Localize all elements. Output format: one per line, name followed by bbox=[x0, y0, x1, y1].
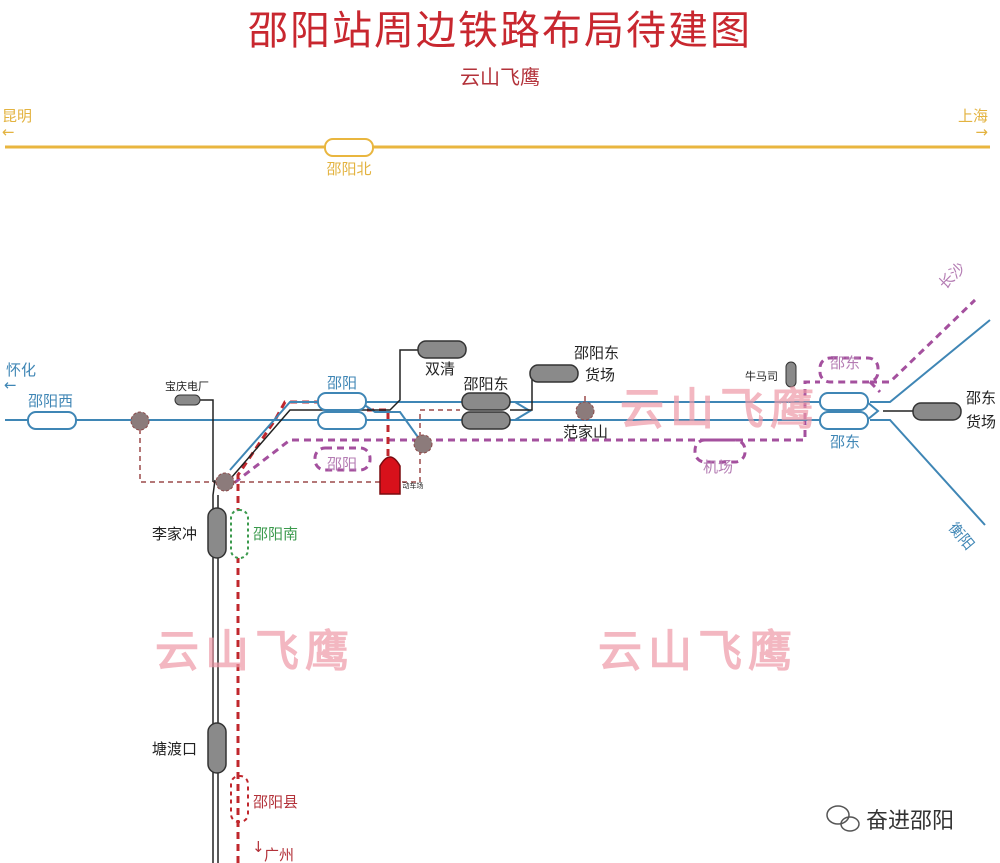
arrow-west-icon: ← bbox=[2, 123, 15, 141]
wechat-icon bbox=[826, 805, 860, 832]
station-shuangqing-marker bbox=[417, 340, 467, 359]
station-shuangqing-label: 双清 bbox=[425, 360, 455, 378]
station-shaoyang-nan-marker bbox=[230, 509, 249, 559]
station-lijiachong-label: 李家冲 bbox=[152, 525, 197, 543]
station-niumasi-label: 牛马司 bbox=[745, 369, 778, 383]
junction-dot-shaoyang-east bbox=[413, 434, 433, 454]
watermark-3: 云山飞鹰 bbox=[598, 626, 798, 677]
direction-huaihua-label: 怀化 bbox=[6, 361, 36, 379]
watermark-2: 云山飞鹰 bbox=[155, 626, 355, 677]
junction-dot-fanjiashan bbox=[575, 401, 595, 421]
station-shaoyang-xian-marker bbox=[230, 775, 249, 823]
station-baoqing-marker bbox=[174, 394, 201, 406]
station-shaoyang-nan-label: 邵阳南 bbox=[253, 525, 298, 543]
station-airport-label: 机场 bbox=[703, 458, 733, 476]
credit-label: 奋进邵阳 bbox=[866, 809, 954, 834]
junction-dots bbox=[130, 401, 595, 492]
station-tangdukou-label: 塘渡口 bbox=[152, 740, 197, 758]
station-shaoyang-dong-marker-bottom bbox=[461, 411, 511, 430]
station-fanjiashan-label: 范家山 bbox=[563, 423, 608, 441]
station-lijiachong-marker bbox=[207, 507, 227, 559]
direction-guangzhou-label: 广州 bbox=[264, 846, 294, 863]
station-shaoyang-dong-label: 邵阳东 bbox=[463, 375, 508, 393]
station-shaoyang-marker-top bbox=[317, 392, 367, 411]
depot-label: 动车场 bbox=[403, 481, 424, 490]
junction-dot-west bbox=[130, 411, 150, 431]
map-subtitle: 云山飞鹰 bbox=[460, 65, 540, 89]
direction-hengyang-label: 衡阳 bbox=[945, 519, 978, 554]
map-title: 邵阳站周边铁路布局待建图 bbox=[248, 8, 752, 54]
station-shaoyang-xi-label: 邵阳西 bbox=[28, 392, 73, 410]
station-shaoyang-label: 邵阳 bbox=[327, 374, 357, 392]
station-shaoyang-dong-freight-label-2: 货场 bbox=[585, 366, 615, 384]
arrow-east-icon: → bbox=[975, 123, 988, 141]
arrow-down-guangzhou-icon: ↓ bbox=[252, 838, 265, 856]
arrow-west-huaihua-icon: ← bbox=[4, 376, 17, 394]
credit: 奋进邵阳 bbox=[826, 805, 954, 834]
station-shaoyang-bei-label: 邵阳北 bbox=[326, 160, 371, 178]
station-baoqing-label: 宝庆电厂 bbox=[165, 379, 209, 393]
station-shaoyang-xi-marker bbox=[27, 411, 77, 430]
existing-station-markers bbox=[27, 392, 869, 430]
station-shaodong-freight-marker bbox=[912, 402, 962, 421]
depot-marker: 动车场 bbox=[379, 456, 424, 495]
station-shaodong-freight-label-1: 邵东 bbox=[966, 389, 996, 407]
direction-kunming-label: 昆明 bbox=[2, 107, 32, 125]
station-niumasi-marker bbox=[785, 361, 797, 388]
planned-purple-lines bbox=[224, 298, 977, 492]
station-shaodong-freight-label-2: 货场 bbox=[966, 413, 996, 431]
station-shaoyang-dong-freight-marker bbox=[529, 364, 579, 383]
station-shaodong-marker-top bbox=[819, 392, 869, 411]
station-shaodong-bottom-label: 邵东 bbox=[830, 433, 860, 451]
watermark-1: 云山飞鹰 bbox=[620, 384, 820, 435]
station-shaodong-marker-bottom bbox=[819, 411, 869, 430]
station-shaoyang-xian-label: 邵阳县 bbox=[253, 793, 298, 811]
direction-changsha-label: 长沙 bbox=[935, 259, 969, 293]
station-tangdukou-marker bbox=[207, 722, 227, 774]
junction-dot-lijiachong bbox=[215, 472, 235, 492]
station-shaodong-top-label: 邵东 bbox=[830, 354, 860, 372]
station-shaoyang-marker-bottom bbox=[317, 411, 367, 430]
station-shaoyang-bei-marker bbox=[324, 138, 374, 157]
grey-station-markers bbox=[174, 340, 962, 774]
station-shaoyang-dong-freight-label-1: 邵阳东 bbox=[574, 344, 619, 362]
station-shaoyang-planned-label: 邵阳 bbox=[327, 455, 357, 473]
direction-shanghai-label: 上海 bbox=[958, 107, 988, 125]
hukun-line: 邵阳北 昆明 ← 上海 → bbox=[2, 107, 990, 178]
station-shaoyang-dong-marker-top bbox=[461, 392, 511, 411]
